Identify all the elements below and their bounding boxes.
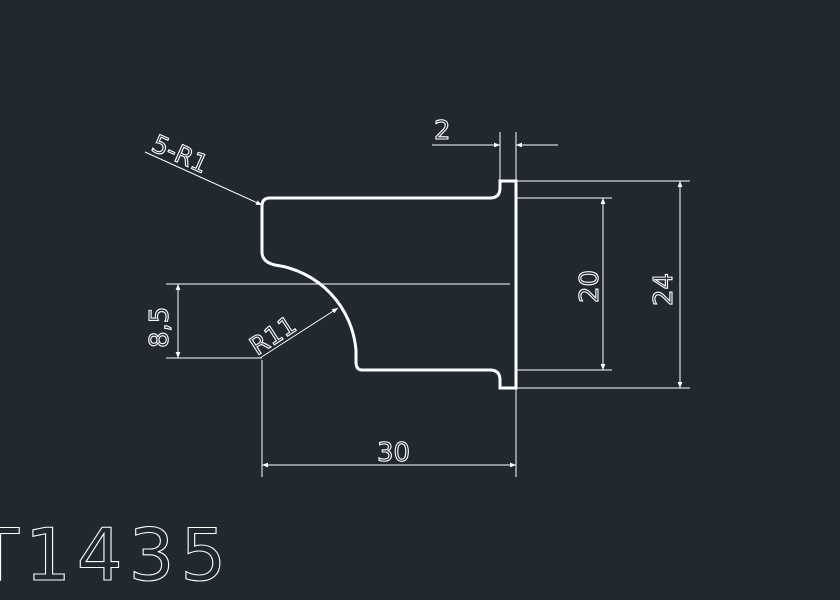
label-total-height: 24 <box>649 273 679 306</box>
label-inner-height: 20 <box>575 270 605 303</box>
dimension-total-length <box>261 360 517 477</box>
part-number: T1435 <box>0 513 232 597</box>
leader-corner-radii <box>144 151 263 206</box>
profile-outline <box>260 179 518 390</box>
dimension-inner-height <box>516 197 612 371</box>
label-offset-height: 8,5 <box>145 307 175 348</box>
dimension-flange-width <box>432 132 558 181</box>
dimension-total-height <box>516 180 690 389</box>
dimension-offset-height <box>166 283 510 359</box>
label-corner-radii: 5-R1 <box>148 129 213 179</box>
leader-arc-radius <box>259 307 339 359</box>
label-total-length: 30 <box>377 438 410 468</box>
label-flange-width: 2 <box>434 116 451 146</box>
label-arc-radius: R11 <box>244 310 301 361</box>
